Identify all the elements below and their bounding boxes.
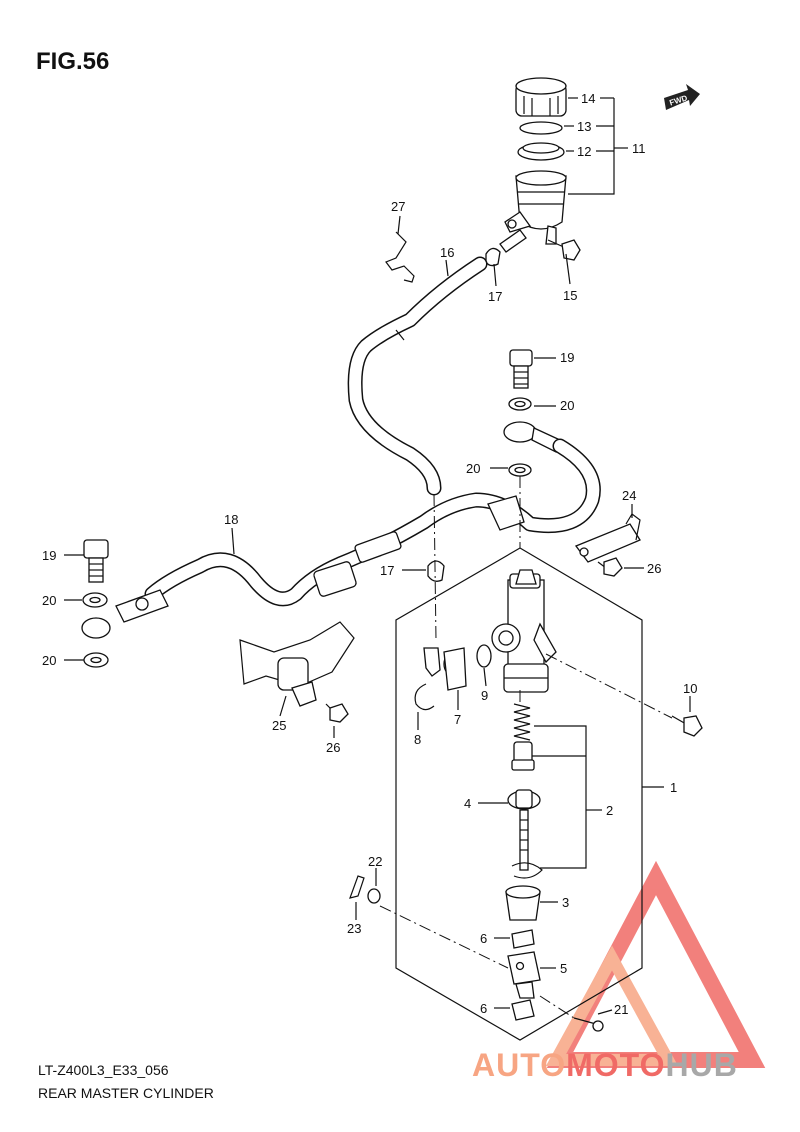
watermark-hub: HUB <box>665 1047 738 1083</box>
o-ring-9 <box>476 644 492 668</box>
reservoir-plate-13 <box>519 121 563 135</box>
callout-12: 12 <box>577 144 591 159</box>
callout-16: 16 <box>440 245 454 260</box>
reservoir-body-11 <box>504 170 567 245</box>
union-bolt-19-upper <box>509 349 533 389</box>
callout-20-c: 20 <box>42 593 56 608</box>
callout-20-d: 20 <box>42 653 56 668</box>
callout-20-a: 20 <box>560 398 574 413</box>
callout-19-upper: 19 <box>560 350 574 365</box>
callout-18: 18 <box>224 512 238 527</box>
callout-11: 11 <box>632 141 646 156</box>
piston-spring-2 <box>511 703 535 771</box>
circlip-8 <box>414 683 435 711</box>
callout-6-upper: 6 <box>480 931 487 946</box>
callout-9: 9 <box>481 688 488 703</box>
rod-end-clevis-5 <box>507 951 541 999</box>
boot-3 <box>505 885 541 921</box>
callout-21: 21 <box>614 1002 628 1017</box>
callout-22: 22 <box>368 854 382 869</box>
nut-6-lower <box>511 999 535 1021</box>
callout-5: 5 <box>560 961 567 976</box>
callout-4: 4 <box>464 796 471 811</box>
callout-17-upper: 17 <box>488 289 502 304</box>
callout-6-lower: 6 <box>480 1001 487 1016</box>
union-bolt-19-lower <box>83 539 109 583</box>
nut-6-upper <box>511 929 535 949</box>
hose-guide-24 <box>574 513 641 563</box>
reservoir-inlet-connector-7 <box>423 647 467 691</box>
reservoir-diaphragm-12 <box>517 142 565 161</box>
section-name: REAR MASTER CYLINDER <box>38 1085 214 1101</box>
callout-24: 24 <box>622 488 636 503</box>
hose-clamp-17-upper <box>485 247 501 267</box>
assembly-outline-1 <box>395 547 643 1041</box>
callout-14: 14 <box>581 91 595 106</box>
bolt-26-right <box>597 557 623 577</box>
fwd-label: FWD <box>668 93 688 107</box>
callout-8: 8 <box>414 732 421 747</box>
figure-title: FIG.56 <box>36 48 110 75</box>
master-cylinder-body-1 <box>491 569 557 693</box>
banjo-fitting <box>81 617 111 639</box>
model-code: LT-Z400L3_E33_056 <box>38 1062 169 1078</box>
callout-25: 25 <box>272 718 286 733</box>
callout-13: 13 <box>577 119 591 134</box>
watermark-wordmark: AUTOMOTOHUB <box>472 1047 738 1084</box>
callout-19-lower: 19 <box>42 548 56 563</box>
watermark-auto: AUTO <box>472 1047 567 1083</box>
brake-hose-18 <box>115 438 601 623</box>
callout-26-left: 26 <box>326 740 340 755</box>
callout-27: 27 <box>391 199 405 214</box>
fwd-arrow-icon: FWD <box>664 84 700 110</box>
brake-hose-union-fitting <box>503 421 561 453</box>
cotter-pin-23 <box>349 875 365 899</box>
callout-10: 10 <box>683 681 697 696</box>
watermark-moto: MOTO <box>566 1047 666 1083</box>
callout-26-right: 26 <box>647 561 661 576</box>
leader-lines <box>64 97 691 1015</box>
callout-2: 2 <box>606 803 613 818</box>
callout-1: 1 <box>670 780 677 795</box>
callout-7: 7 <box>454 712 461 727</box>
bolt-10 <box>671 715 703 737</box>
callout-17-lower: 17 <box>380 563 394 578</box>
watermark-logo-triangle <box>545 860 766 1068</box>
reservoir-hose-16 <box>347 256 488 496</box>
retainer-clip-27 <box>385 231 415 283</box>
reservoir-cap-14 <box>515 77 567 117</box>
circlip-2 <box>511 862 543 879</box>
callout-20-b: 20 <box>466 461 480 476</box>
reservoir-outlet-nipple <box>499 229 527 253</box>
push-rod-4 <box>507 789 541 871</box>
clevis-pin-21 <box>573 1017 604 1032</box>
washer-22 <box>367 888 381 904</box>
hose-clamp-17-lower <box>427 560 445 582</box>
callout-23: 23 <box>347 921 361 936</box>
callout-3: 3 <box>562 895 569 910</box>
callout-15: 15 <box>563 288 577 303</box>
hose-clamp-bracket-25 <box>239 621 355 707</box>
bolt-26-left <box>325 703 349 723</box>
